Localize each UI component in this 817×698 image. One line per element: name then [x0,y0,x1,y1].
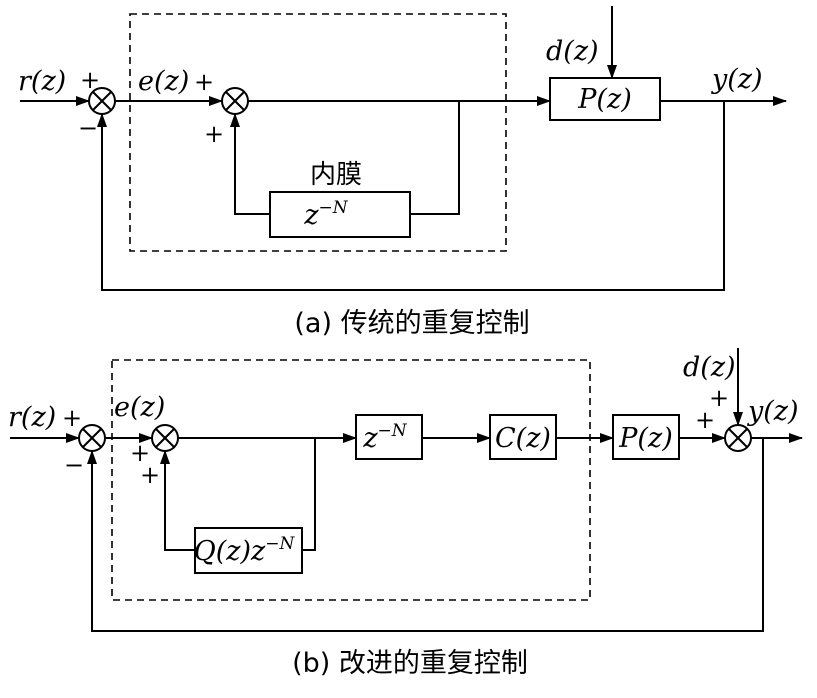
q-loop-right [302,438,316,551]
sign-b-s2-in: + [130,439,150,467]
feedback-line [97,101,725,291]
q-filter-block [194,527,303,574]
sign-b-s2-fb: + [140,461,160,489]
internal-model-loop-right [410,101,460,215]
sign-s2-in: + [194,68,214,96]
internal-model-label: 内膜 [310,160,362,190]
signal-e-b: e(z) [114,392,165,423]
signal-e: e(z) [138,66,189,97]
delay-block-b [355,414,423,460]
q-filter-block-label: Q(z)z−N [194,534,296,567]
summing-junction-b1 [78,424,106,452]
signal-y-b: y(z) [747,396,799,427]
delay-block-b-label: z−N [362,421,407,454]
compensator-block [489,414,557,460]
summing-junction-2 [221,87,249,115]
plant-block [549,77,661,121]
signal-d-b: d(z) [683,352,736,383]
sign-s1-in: + [80,66,100,94]
improved-model-region [111,359,591,601]
sign-b-s1-in: + [62,404,82,432]
sign-s2-fb: + [204,120,224,148]
internal-model-region [129,13,507,252]
internal-model-loop-left [230,113,270,215]
diagram-b: z−N C(z) P(z) Q(z)z−N r(z) e(z) d(z) y(z… [8,348,803,679]
sign-b-s3-in: + [695,406,715,434]
compensator-block-label: C(z) [495,423,551,454]
sign-b-s1-fb: − [64,451,84,479]
signal-y: y(z) [711,64,763,95]
plant-block-label: P(z) [577,84,631,115]
caption-b: (b) 改进的重复控制 [292,648,528,679]
signal-r-b: r(z) [8,402,56,433]
plant-block-b-label: P(z) [618,423,672,454]
sign-b-s3-d: + [709,384,729,412]
caption-a: (a) 传统的重复控制 [294,308,529,339]
signal-d: d(z) [546,36,599,67]
summing-junction-b2 [151,424,179,452]
summing-junction-b3 [724,424,752,452]
feedback-line-b [87,438,764,632]
signal-r: r(z) [18,66,66,97]
sign-s1-fb: − [78,114,98,142]
q-loop-left [160,450,195,551]
delay-block [269,191,411,238]
delay-block-label: z−N [303,198,348,231]
diagram-a: z−N 内膜 P(z) r(z) e(z) d(z) y(z) + − + + … [18,6,787,339]
